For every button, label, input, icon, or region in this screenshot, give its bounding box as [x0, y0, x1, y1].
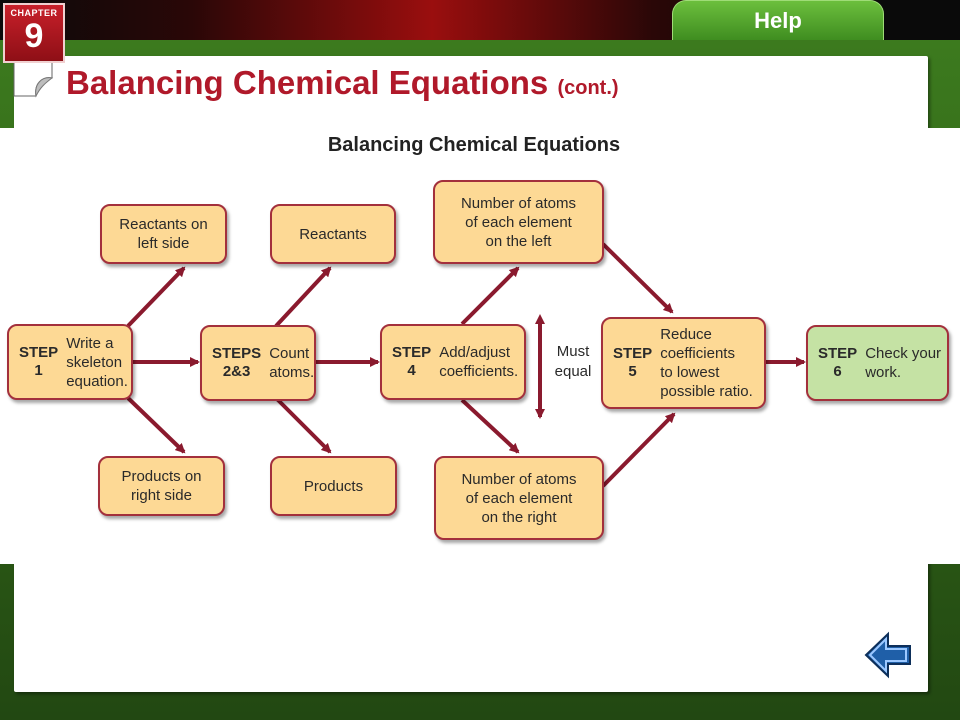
box-reactants-left: Reactants on left side: [100, 204, 227, 264]
arrow-atoms-left-to-step5: [601, 242, 674, 314]
chapter-badge: CHAPTER 9: [3, 3, 65, 63]
page-title: Balancing Chemical Equations (cont.): [66, 64, 619, 102]
step-2-3-box: STEPS 2&3 Count atoms.: [200, 325, 316, 401]
chapter-label: CHAPTER: [10, 8, 58, 18]
box-atoms-left: Number of atoms of each element on the l…: [433, 180, 604, 264]
step-2-3-tag: STEPS 2&3: [212, 345, 261, 381]
step-1-tag: STEP 1: [19, 344, 58, 380]
box-atoms-right: Number of atoms of each element on the r…: [434, 456, 604, 540]
box-products: Products: [270, 456, 397, 516]
step-6-text: Check your work.: [865, 345, 942, 381]
arrow-step23-to-products: [274, 396, 332, 454]
step-2-3-text: Count atoms.: [269, 345, 315, 381]
arrow-step4-to-atoms-right: [460, 398, 520, 454]
arrow-atoms-right-to-step5: [601, 412, 676, 488]
step-4-text: Add/adjust coefficients.: [439, 344, 519, 380]
page-title-suffix: (cont.): [557, 77, 619, 99]
help-button[interactable]: Help: [672, 0, 884, 40]
step-1-tag-line1: STEP: [19, 344, 59, 361]
box-reactants-left-text: Reactants on left side: [119, 216, 208, 252]
diagram-title: Balancing Chemical Equations: [327, 134, 621, 156]
step-5-tag: STEP 5: [613, 345, 652, 381]
box-atoms-left-text: Number of atoms of each element on the l…: [460, 194, 577, 250]
step-5-tag-line1: STEP: [613, 345, 653, 362]
arrow-step1-to-products-right: [126, 396, 186, 454]
step-5-text: Reduce coefficients to lowest possible r…: [660, 326, 753, 400]
box-products-right: Products on right side: [98, 456, 225, 516]
step-4-tag-line2: 4: [407, 362, 416, 379]
box-atoms-right-text: Number of atoms of each element on the r…: [461, 470, 577, 526]
arrow-step23-to-reactants: [274, 266, 332, 328]
step-2-3-tag-line2: 2&3: [222, 363, 251, 380]
step-1-box: STEP 1 Write a skeleton equation.: [7, 324, 133, 400]
box-reactants-text: Reactants: [299, 225, 367, 243]
step-1-tag-line2: 1: [34, 362, 43, 379]
step-6-tag: STEP 6: [818, 345, 857, 381]
step-5-tag-line2: 5: [628, 363, 637, 380]
step-5-box: STEP 5 Reduce coefficients to lowest pos…: [601, 317, 766, 409]
step-1-text: Write a skeleton equation.: [66, 334, 128, 390]
chapter-number: 9: [24, 17, 44, 55]
step-4-box: STEP 4 Add/adjust coefficients.: [380, 324, 526, 400]
step-6-tag-line2: 6: [833, 363, 842, 380]
arrow-step4-to-atoms-left: [460, 266, 520, 326]
page-title-main: Balancing Chemical Equations: [66, 64, 549, 101]
box-reactants: Reactants: [270, 204, 396, 264]
box-products-right-text: Products on right side: [121, 468, 202, 504]
step-2-3-tag-line1: STEPS: [212, 345, 262, 362]
step-4-tag: STEP 4: [392, 344, 431, 380]
page-curl-icon: [13, 55, 54, 98]
must-equal-label: Must equal: [554, 343, 592, 380]
arrow-step1-to-reactants-left: [126, 266, 186, 328]
back-arrow-icon[interactable]: [862, 630, 914, 680]
step-6-tag-line1: STEP: [818, 345, 858, 362]
step-6-box: STEP 6 Check your work.: [806, 325, 949, 401]
box-products-text: Products: [303, 477, 364, 495]
step-4-tag-line1: STEP: [392, 344, 432, 361]
